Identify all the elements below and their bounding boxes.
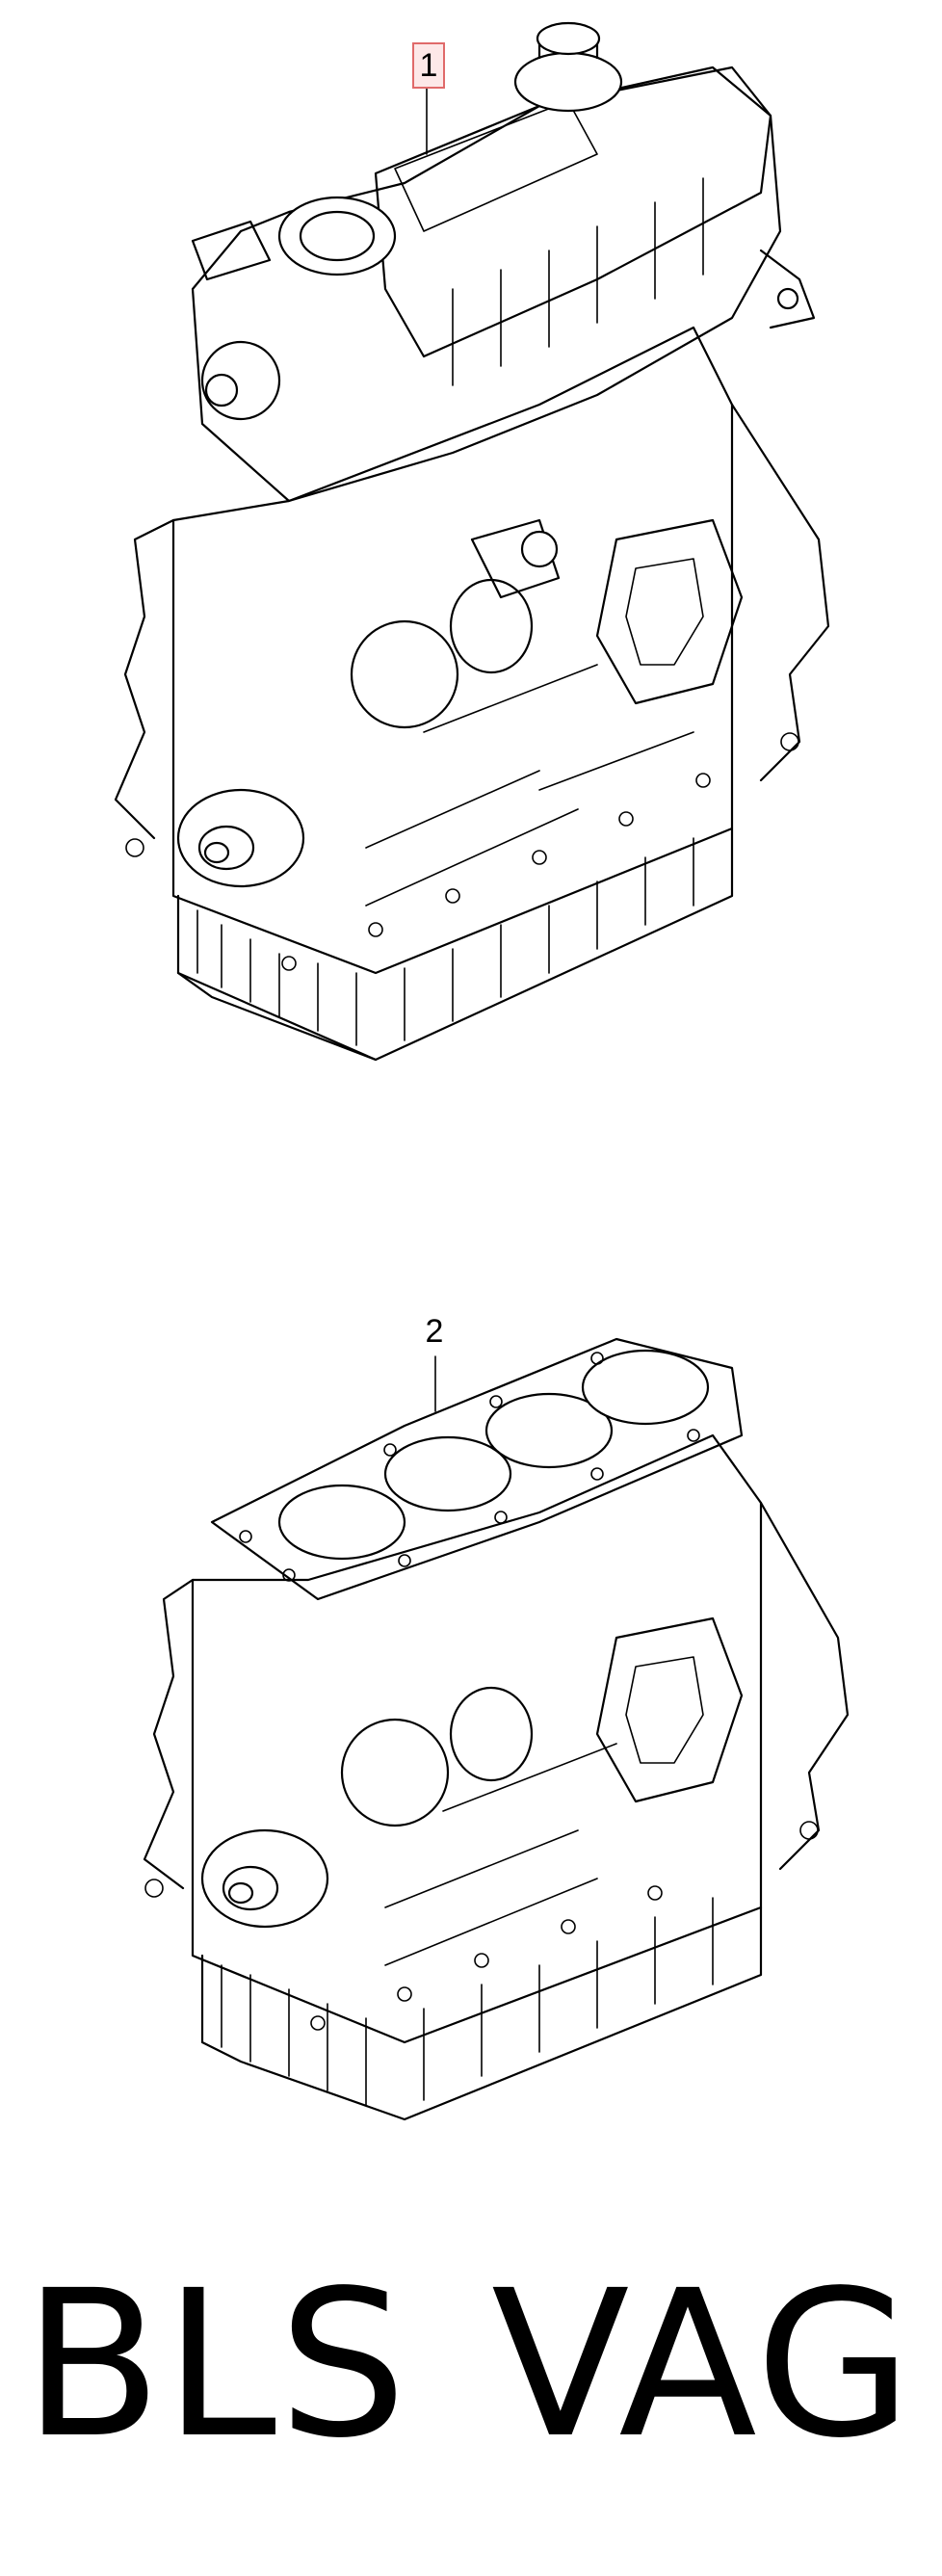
complete-engine-drawing [114, 21, 830, 1062]
short-block-drawing [143, 1337, 850, 2121]
callout-1-label[interactable]: 1 [412, 42, 445, 89]
engine-code-label: BLS [23, 2247, 409, 2483]
brand-label: VAG [491, 2247, 914, 2483]
callout-2-label[interactable]: 2 [425, 1313, 444, 1350]
